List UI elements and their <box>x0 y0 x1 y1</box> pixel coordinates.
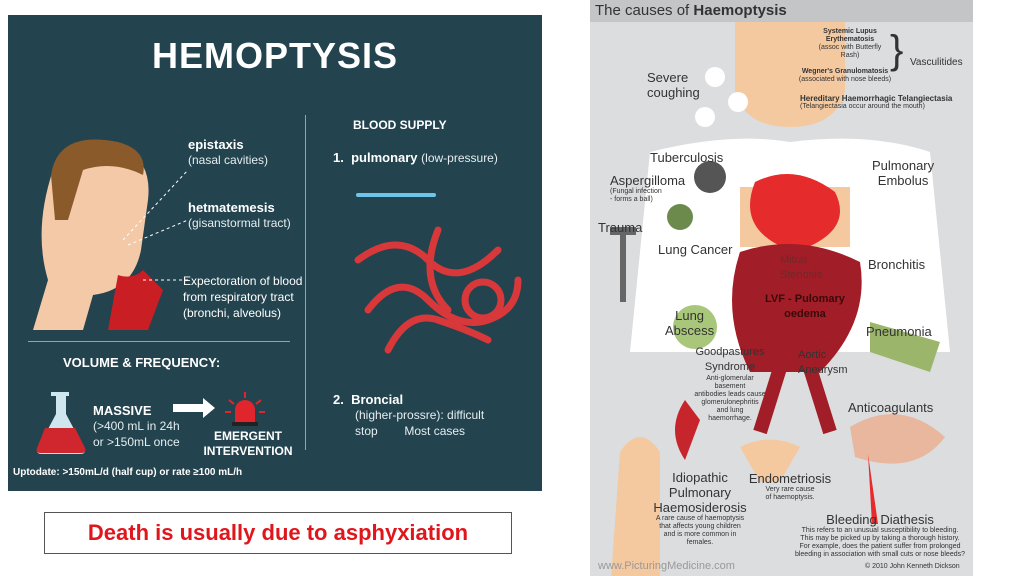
divider <box>305 115 306 450</box>
anticoagulants-label: Anticoagulants <box>848 400 934 415</box>
siren-icon <box>225 392 265 426</box>
anatomy-illustration <box>610 22 950 576</box>
blood-vessels-illustration <box>354 226 522 354</box>
tuberculosis-label: Tuberculosis <box>650 150 724 165</box>
pneumonia-label: Pneumonia <box>866 324 932 339</box>
divider <box>28 341 290 342</box>
website-credit: www.PicturingMedicine.com <box>598 560 735 572</box>
uptodate-footnote: Uptodate: >150mL/d (half cup) or rate ≥1… <box>13 467 243 478</box>
hematemesis-callout: hetmatemesis(gisanstormal tract) <box>188 200 291 230</box>
bronchitis-label: Bronchitis <box>868 257 926 272</box>
blood-supply-heading: BLOOD SUPPLY <box>353 118 447 132</box>
lung-cancer-label: Lung Cancer <box>658 242 733 257</box>
infographic-title: HEMOPTYSIS <box>151 35 399 76</box>
wegner-label: Wegner's Granulomatosis(associated with … <box>798 68 892 83</box>
pulmonary-supply: 1. pulmonary (low-pressure) <box>333 150 498 165</box>
aspergilloma-label: Aspergilloma(Fungal infection- forms a b… <box>610 173 686 203</box>
copyright: © 2010 John Kenneth Dickson <box>865 563 960 570</box>
brace: } <box>890 28 904 72</box>
arrow-right-icon <box>173 398 215 418</box>
flask-icon <box>36 392 86 454</box>
caption-box: Death is usually due to asphyxiation <box>44 512 512 554</box>
epistaxis-callout: epistaxis(nasal cavities) <box>188 137 269 167</box>
face-coughing-blood-illustration <box>33 139 163 330</box>
vasculitides-label: Vasculitides <box>910 57 963 68</box>
hht-label: Hereditary Haemorrhagic Telangiectasia(T… <box>800 94 953 111</box>
capillary-bar <box>356 193 436 197</box>
causes-of-haemoptysis-infographic: The causes of Haemoptysis Systemic Lupus… <box>590 0 973 576</box>
hemoptysis-infographic: HEMOPTYSIS epistaxis(nasal cavities) het… <box>8 15 542 491</box>
trauma-label: Trauma <box>598 220 643 235</box>
infographic-header: The causes of Haemoptysis <box>590 0 973 22</box>
volume-heading: VOLUME & FREQUENCY: <box>63 355 221 370</box>
callout-lines <box>122 169 189 281</box>
